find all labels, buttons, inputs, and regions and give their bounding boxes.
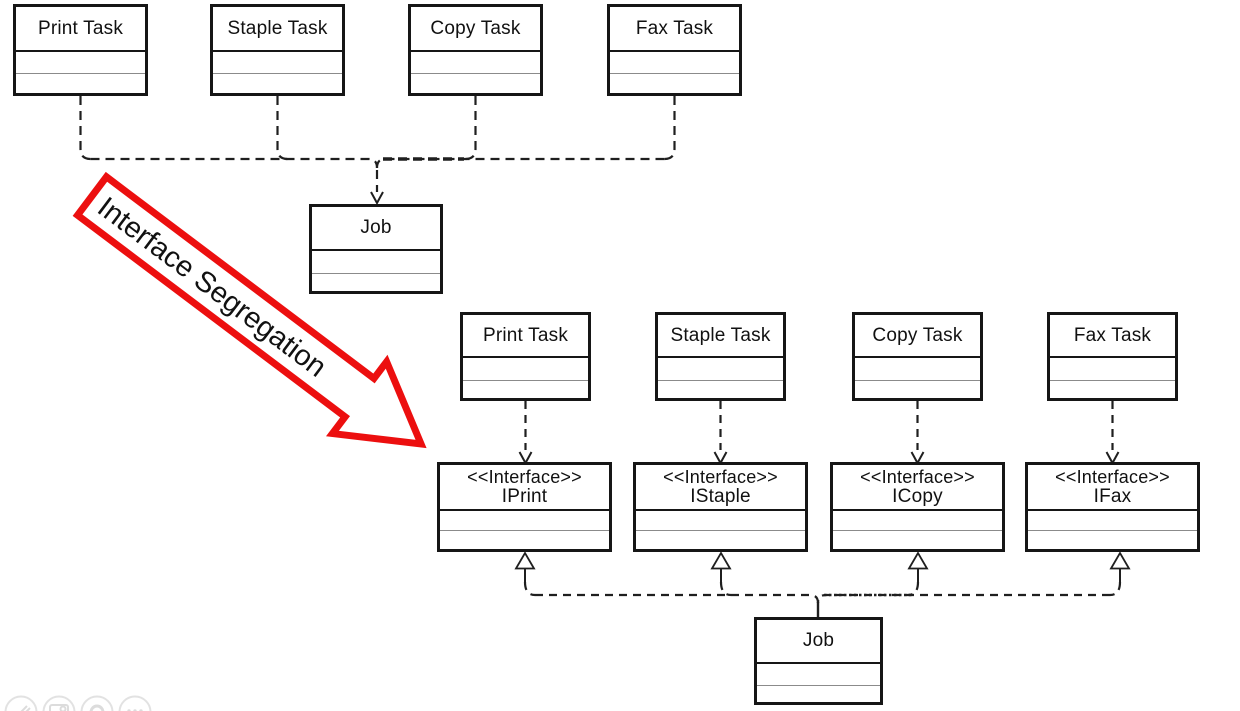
interface-box-istaple: <<Interface>> IStaple [633,462,808,552]
operations-compartment [440,530,609,549]
triangle-iprint [514,551,536,570]
after-dependency-connectors [524,401,1114,450]
interface-box-icopy: <<Interface>> ICopy [830,462,1005,552]
more-options-icon-button[interactable] [118,695,152,711]
class-title: Job [360,217,392,238]
pencil-icon-button[interactable] [4,695,38,711]
operations-compartment [610,73,739,93]
realization-triangles [514,551,1131,570]
realization-tails [524,568,1121,582]
class-title: Copy Task [872,324,963,346]
operations-compartment [833,530,1002,549]
connector-copy-task [465,96,477,161]
interface-stereotype: <<Interface>> [860,467,975,487]
after-realization-connectors [523,581,1122,604]
interface-stereotype: <<Interface>> [663,467,778,487]
connector-print-task [79,96,91,161]
red-arrow-shape [72,171,427,449]
curve-iprint [523,581,536,597]
interface-name: IFax [1093,486,1132,507]
class-box-copy-task-before: Copy Task [408,4,543,96]
attributes-compartment [757,662,880,685]
class-box-print-task-after: Print Task [460,312,591,401]
record-icon-button[interactable] [80,695,114,711]
red-arrow-label: Interface Segregation [91,191,332,383]
class-title: Copy Task [430,17,521,39]
curve-istaple [719,581,732,597]
interface-name: IStaple [690,486,751,507]
curve-ifax [1109,581,1122,597]
operations-compartment [1050,380,1175,398]
triangle-icopy [907,551,929,570]
interface-name: IPrint [501,486,548,507]
operations-compartment [855,380,980,398]
operations-compartment [213,73,342,93]
connector-horizontal-right [375,157,665,169]
attributes-compartment [610,50,739,73]
attributes-compartment [1050,356,1175,380]
class-box-fax-task-after: Fax Task [1047,312,1178,401]
attributes-compartment [833,509,1002,530]
attributes-compartment [463,356,588,380]
class-title: Staple Task [227,17,328,39]
operations-compartment [463,380,588,398]
connector-staple-task [276,96,288,161]
connector-fax-task [664,96,676,161]
class-title: Fax Task [635,17,714,39]
operations-compartment [312,273,440,291]
operations-compartment [16,73,145,93]
triangle-ifax [1109,551,1131,570]
class-box-job-before: Job [309,204,443,294]
interface-box-iprint: <<Interface>> IPrint [437,462,612,552]
attributes-compartment [658,356,783,380]
class-box-job-after: Job [754,617,883,705]
interface-stereotype: <<Interface>> [1055,467,1170,487]
class-title: Job [802,630,835,651]
curve-icopy [907,581,920,597]
attributes-compartment [636,509,805,530]
attributes-compartment [213,50,342,73]
before-dependency-connectors [79,96,676,192]
operations-compartment [636,530,805,549]
attributes-compartment [16,50,145,73]
camera-icon-button[interactable] [42,695,76,711]
interface-stereotype: <<Interface>> [467,467,582,487]
attributes-compartment [440,509,609,530]
class-box-print-task-before: Print Task [13,4,148,96]
connector-bottom-horizontal-left [535,593,820,604]
class-title: Fax Task [1073,324,1152,346]
class-title: Staple Task [670,324,771,346]
connector-bottom-horizontal-right [816,593,1110,604]
interface-box-ifax: <<Interface>> IFax [1025,462,1200,552]
dependency-arrowhead-top-job [370,191,384,206]
annotation-toolbar [4,695,152,711]
operations-compartment [757,685,880,702]
interface-title: <<Interface>> ICopy [833,465,1002,509]
connector-horizontal-left [90,157,379,169]
interface-title: <<Interface>> IPrint [440,465,609,509]
interface-title: <<Interface>> IStaple [636,465,805,509]
interface-title: <<Interface>> IFax [1028,465,1197,509]
class-box-fax-task-before: Fax Task [607,4,742,96]
attributes-compartment [411,50,540,73]
class-box-copy-task-after: Copy Task [852,312,983,401]
operations-compartment [411,73,540,93]
attributes-compartment [312,249,440,273]
attributes-compartment [1028,509,1197,530]
class-title: Print Task [482,324,569,346]
operations-compartment [1028,530,1197,549]
operations-compartment [658,380,783,398]
triangle-istaple [710,551,732,570]
attributes-compartment [855,356,980,380]
class-title: Print Task [37,17,124,39]
class-box-staple-task-before: Staple Task [210,4,345,96]
class-box-staple-task-after: Staple Task [655,312,786,401]
interface-name: ICopy [892,486,943,507]
